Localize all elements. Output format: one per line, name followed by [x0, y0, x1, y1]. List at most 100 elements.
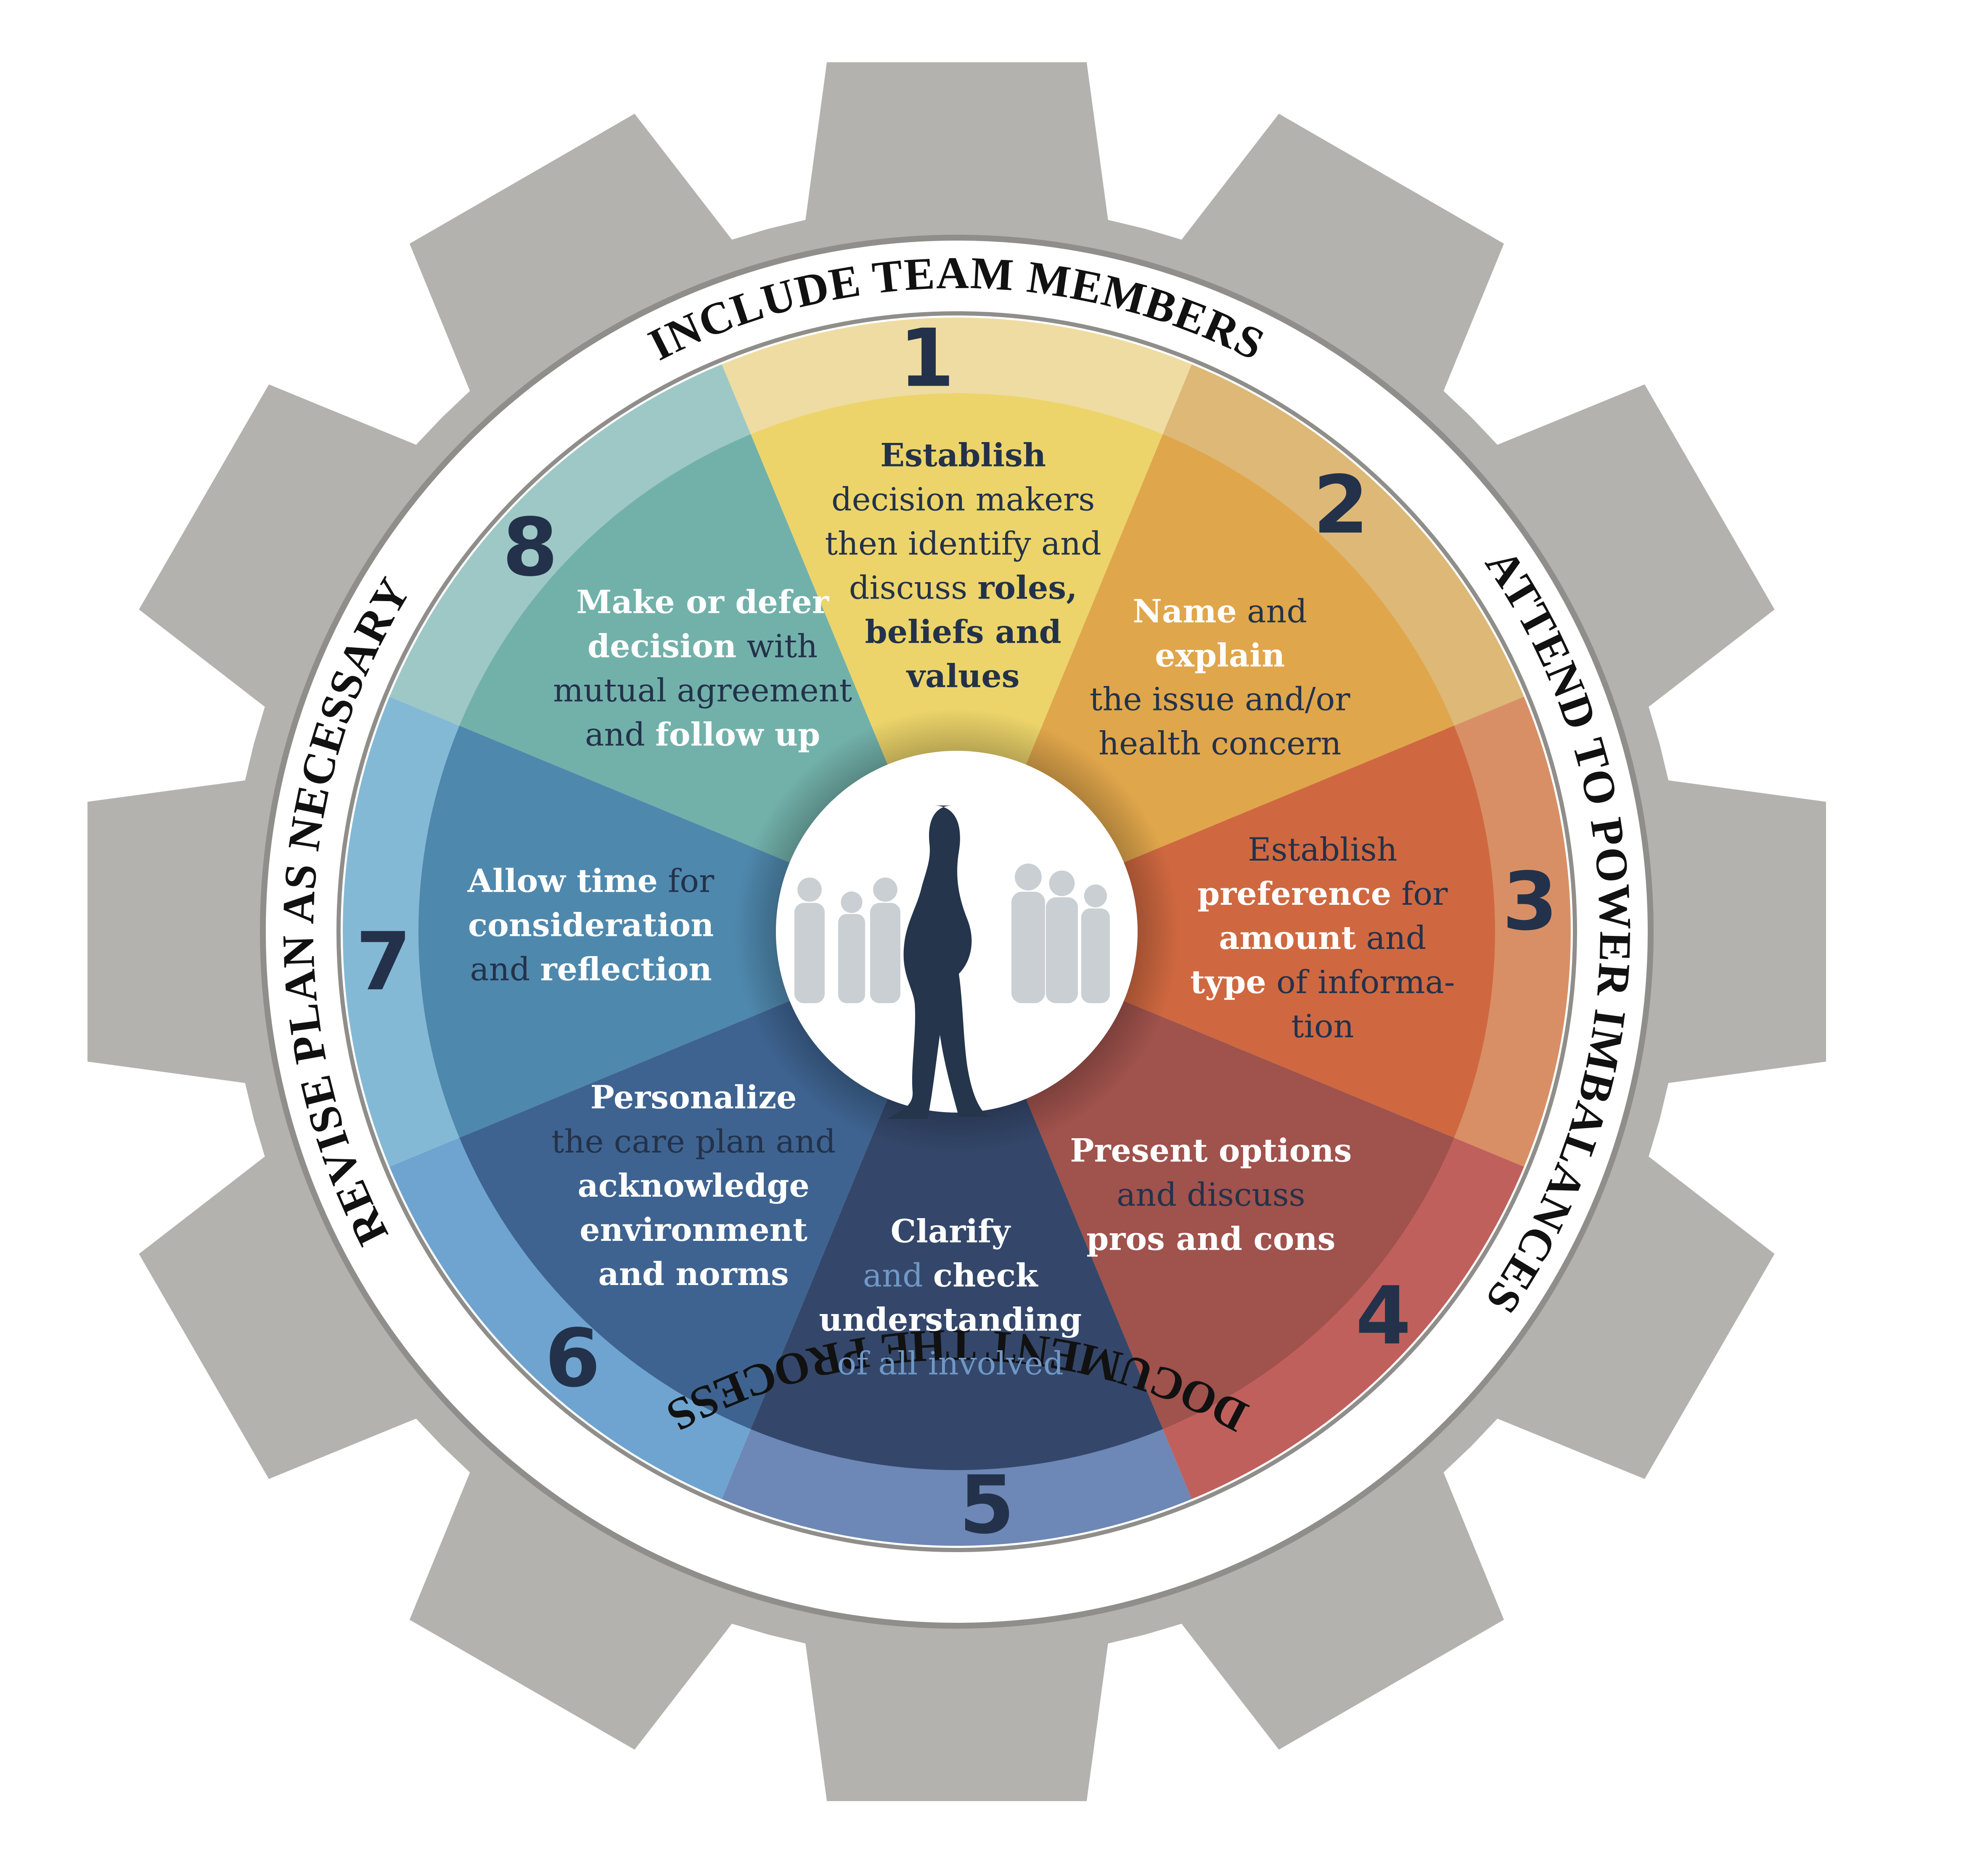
step-text-line: of all involved: [819, 1342, 1082, 1386]
step-text-span: decision makers: [831, 480, 1095, 518]
step-segment-7: [418, 726, 790, 1138]
step-number-5: 5: [959, 1459, 1014, 1552]
step-text-span: preference: [1197, 874, 1392, 912]
step-segment-6: [459, 1001, 888, 1429]
step-text-line: and follow up: [553, 713, 852, 757]
step-text-line: Present options: [1070, 1129, 1352, 1173]
step-text-span: for: [1391, 874, 1448, 912]
person-body: [1011, 892, 1045, 1003]
step-text-1: Establish decision makers then identify an…: [825, 434, 1101, 698]
step-text-span: tion: [1291, 1007, 1354, 1045]
step-text-span: the care plan and: [551, 1123, 836, 1161]
person-head: [1015, 864, 1042, 890]
person-head: [841, 891, 863, 913]
outer-segments: [343, 318, 1571, 1546]
person-body: [1046, 897, 1078, 1003]
step-text-line: the issue and/or: [1090, 678, 1350, 722]
step-segment-2: [1026, 434, 1454, 863]
step-text-span: of all involved: [837, 1344, 1064, 1382]
person-head: [797, 877, 822, 902]
step-text-span: beliefs and: [865, 613, 1061, 650]
step-text-span: check: [933, 1256, 1038, 1294]
step-text-line: health concern: [1090, 722, 1350, 766]
step-text-span: decision: [588, 627, 737, 665]
inner-segments: [418, 393, 1495, 1470]
step-text-span: Establish: [1248, 830, 1397, 868]
step-text-line: decision makers: [825, 477, 1101, 522]
step-number-7: 7: [356, 915, 411, 1008]
step-text-line: Establish: [1190, 828, 1455, 872]
step-number-6: 6: [545, 1312, 601, 1405]
step-text-span: discuss: [849, 569, 978, 607]
step-number-2: 2: [1313, 458, 1368, 551]
step-text-line: the care plan and: [551, 1120, 836, 1164]
outer-segment-2: [1159, 364, 1524, 729]
step-text-line: beliefs and: [825, 610, 1101, 654]
step-text-span: Present options: [1070, 1131, 1352, 1169]
step-text-span: and: [470, 950, 540, 988]
step-text-span: and norms: [598, 1255, 789, 1293]
step-segment-1: [751, 393, 1163, 765]
step-text-line: pros and cons: [1070, 1217, 1352, 1261]
step-text-span: reflection: [540, 950, 712, 988]
step-text-line: consideration: [468, 903, 714, 947]
step-text-span: environment: [580, 1211, 808, 1248]
step-text-span: values: [906, 657, 1020, 694]
step-segment-8: [459, 434, 888, 863]
step-text-span: Clarify: [890, 1212, 1010, 1250]
step-segment-3: [1124, 726, 1495, 1138]
person-head: [873, 877, 897, 902]
step-text-line: and norms: [551, 1252, 836, 1296]
outer-segment-4: [1159, 1134, 1524, 1499]
step-text-line: discuss roles,: [825, 566, 1101, 610]
step-segment-4: [1026, 1001, 1454, 1429]
step-text-span: with: [736, 627, 818, 665]
step-text-line: mutual agreement: [553, 668, 852, 713]
step-text-line: Personalize: [551, 1076, 836, 1120]
step-number-1: 1: [899, 312, 954, 405]
step-text-line: preference for: [1190, 872, 1455, 916]
step-text-line: Allow time for: [468, 859, 714, 904]
step-text-span: of informa-: [1266, 963, 1455, 1001]
step-text-span: and: [1356, 919, 1427, 957]
step-text-line: and check: [819, 1253, 1082, 1298]
outer-segment-8: [389, 364, 754, 729]
step-text-line: and discuss: [1070, 1173, 1352, 1217]
person-head: [1049, 870, 1075, 896]
step-number-3: 3: [1502, 855, 1558, 948]
step-text-line: then identify and: [825, 522, 1101, 566]
step-text-span: amount: [1219, 919, 1356, 957]
step-text-span: roles,: [977, 569, 1077, 607]
step-text-line: Clarify: [819, 1209, 1082, 1253]
person-body: [838, 914, 865, 1003]
step-text-line: and reflection: [468, 947, 714, 991]
step-text-span: acknowledge: [577, 1166, 810, 1204]
step-text-span: and discuss: [1117, 1176, 1305, 1214]
step-text-span: type: [1190, 963, 1266, 1001]
step-text-line: Name and: [1090, 589, 1350, 633]
step-text-line: environment: [551, 1208, 836, 1252]
step-text-span: consideration: [468, 906, 714, 944]
step-text-span: health concern: [1098, 724, 1342, 762]
person-body: [1081, 908, 1110, 1003]
family-group-silhouette-icon: [794, 864, 1110, 1003]
person-body: [870, 903, 900, 1003]
label-ring-inner-border: [336, 311, 1577, 1552]
step-number-4: 4: [1355, 1269, 1411, 1362]
step-text-span: Establish: [880, 436, 1046, 474]
step-text-span: Name: [1133, 592, 1237, 630]
step-text-line: Make or defer: [553, 580, 852, 624]
step-text-line: tion: [1190, 1004, 1455, 1048]
step-text-line: values: [825, 654, 1101, 698]
step-text-span: and: [585, 715, 656, 753]
step-text-line: type of informa-: [1190, 960, 1455, 1004]
